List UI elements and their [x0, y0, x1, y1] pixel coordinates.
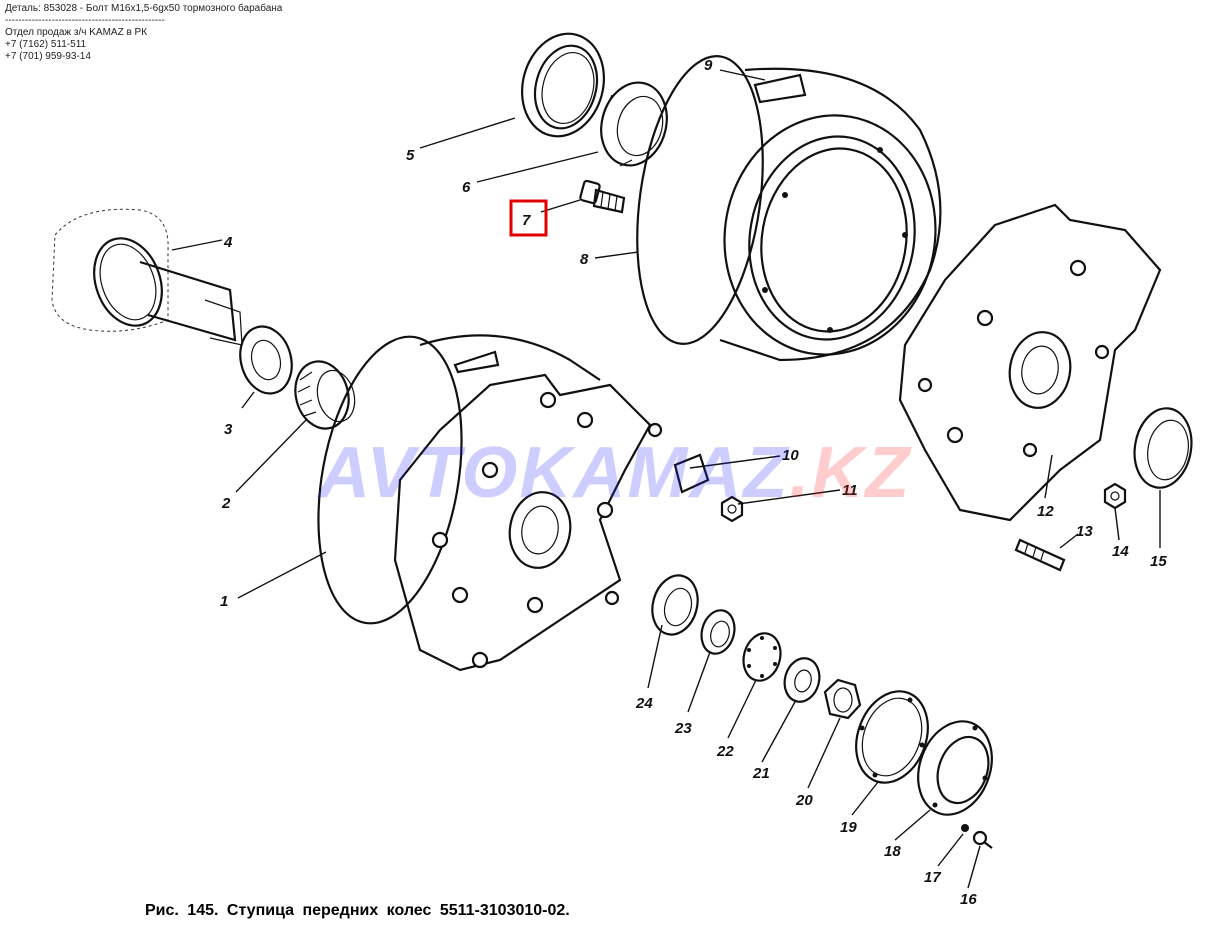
label-4: 4 — [223, 234, 233, 251]
label-21: 21 — [752, 765, 770, 782]
label-24: 24 — [635, 695, 653, 712]
part-3-washer — [239, 325, 293, 395]
part-15-ring — [1133, 407, 1193, 489]
highlight-box-part-7[interactable] — [509, 199, 548, 237]
label-12: 12 — [1037, 503, 1054, 520]
watermark: AVTOKAMAZ.KZ — [318, 432, 911, 514]
part-16-screw — [972, 830, 993, 849]
part-12-flange — [898, 203, 1162, 522]
watermark-domain: .KZ — [789, 433, 912, 513]
label-22: 22 — [716, 743, 734, 760]
header-info: Деталь: 853028 - Болт М16х1,5-6gх50 торм… — [5, 3, 282, 63]
label-3: 3 — [224, 421, 233, 438]
label-16: 16 — [960, 891, 977, 908]
part-5-seal — [520, 32, 606, 138]
label-9: 9 — [704, 57, 713, 74]
part-6-race — [600, 81, 668, 167]
part-10-wedge — [673, 453, 710, 494]
part-23-lock-washer — [700, 609, 736, 655]
label-23: 23 — [674, 720, 692, 737]
part-11-nut — [720, 495, 744, 523]
label-14: 14 — [1112, 543, 1129, 560]
part-17-small-washer — [961, 824, 969, 832]
label-20: 20 — [795, 792, 813, 809]
label-1: 1 — [220, 593, 228, 610]
figure-caption: Рис. 145. Ступица передних колес 5511-31… — [145, 902, 570, 919]
label-10: 10 — [782, 447, 799, 464]
part-24-nut-ring — [651, 574, 699, 636]
label-11: 11 — [842, 482, 858, 499]
leader-lines — [171, 69, 1161, 889]
label-15: 15 — [1150, 553, 1167, 570]
label-5: 5 — [406, 147, 415, 164]
part-13-stud — [1014, 538, 1066, 572]
label-6: 6 — [462, 179, 471, 196]
part-8-brake-drum — [636, 55, 942, 362]
part-18-hub-cap — [917, 720, 993, 816]
part-9-balance-weight — [753, 73, 807, 104]
part-21-washer — [783, 657, 821, 703]
part-19-gasket — [855, 690, 929, 784]
detail-line: Деталь: 853028 - Болт М16х1,5-6gх50 торм… — [5, 3, 283, 14]
label-18: 18 — [884, 843, 901, 860]
separator-line: ----------------------------------------… — [5, 15, 165, 26]
part-2-bearing — [294, 360, 356, 430]
part-20-hub-nut — [823, 678, 862, 720]
label-19: 19 — [840, 819, 857, 836]
label-7: 7 — [522, 212, 531, 229]
sales-dept-line: Отдел продаж з/ч KAMAZ в РК — [5, 27, 148, 38]
part-7-bolt — [579, 179, 626, 214]
part-4-spindle — [51, 208, 243, 346]
phone-2: +7 (701) 959-93-14 — [5, 51, 91, 62]
part-22-perforated-washer — [742, 632, 782, 682]
label-13: 13 — [1076, 523, 1093, 540]
part-1-hub — [317, 334, 663, 672]
label-8: 8 — [580, 251, 589, 268]
watermark-main: AVTOKAMAZ — [318, 433, 790, 513]
part-labels: 1 2 3 4 5 6 7 8 9 10 11 12 13 14 15 16 1… — [220, 57, 1167, 908]
phone-1: +7 (7162) 511-511 — [5, 39, 87, 50]
label-2: 2 — [221, 495, 231, 512]
part-14-nut — [1103, 482, 1127, 510]
label-17: 17 — [924, 869, 941, 886]
